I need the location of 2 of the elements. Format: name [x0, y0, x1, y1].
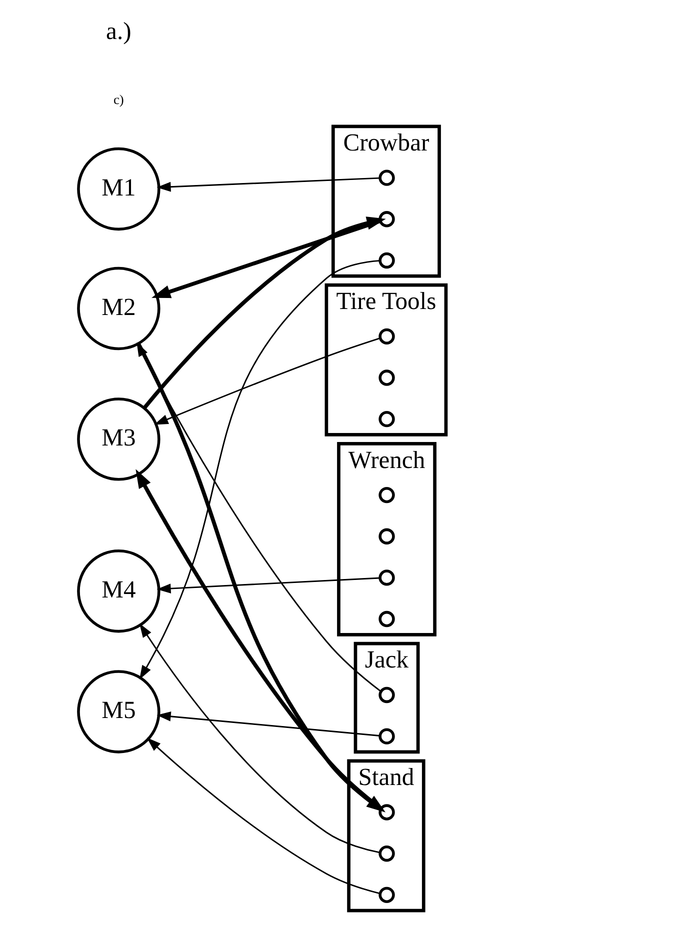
- label: c): [113, 92, 124, 108]
- label: a.): [106, 18, 132, 45]
